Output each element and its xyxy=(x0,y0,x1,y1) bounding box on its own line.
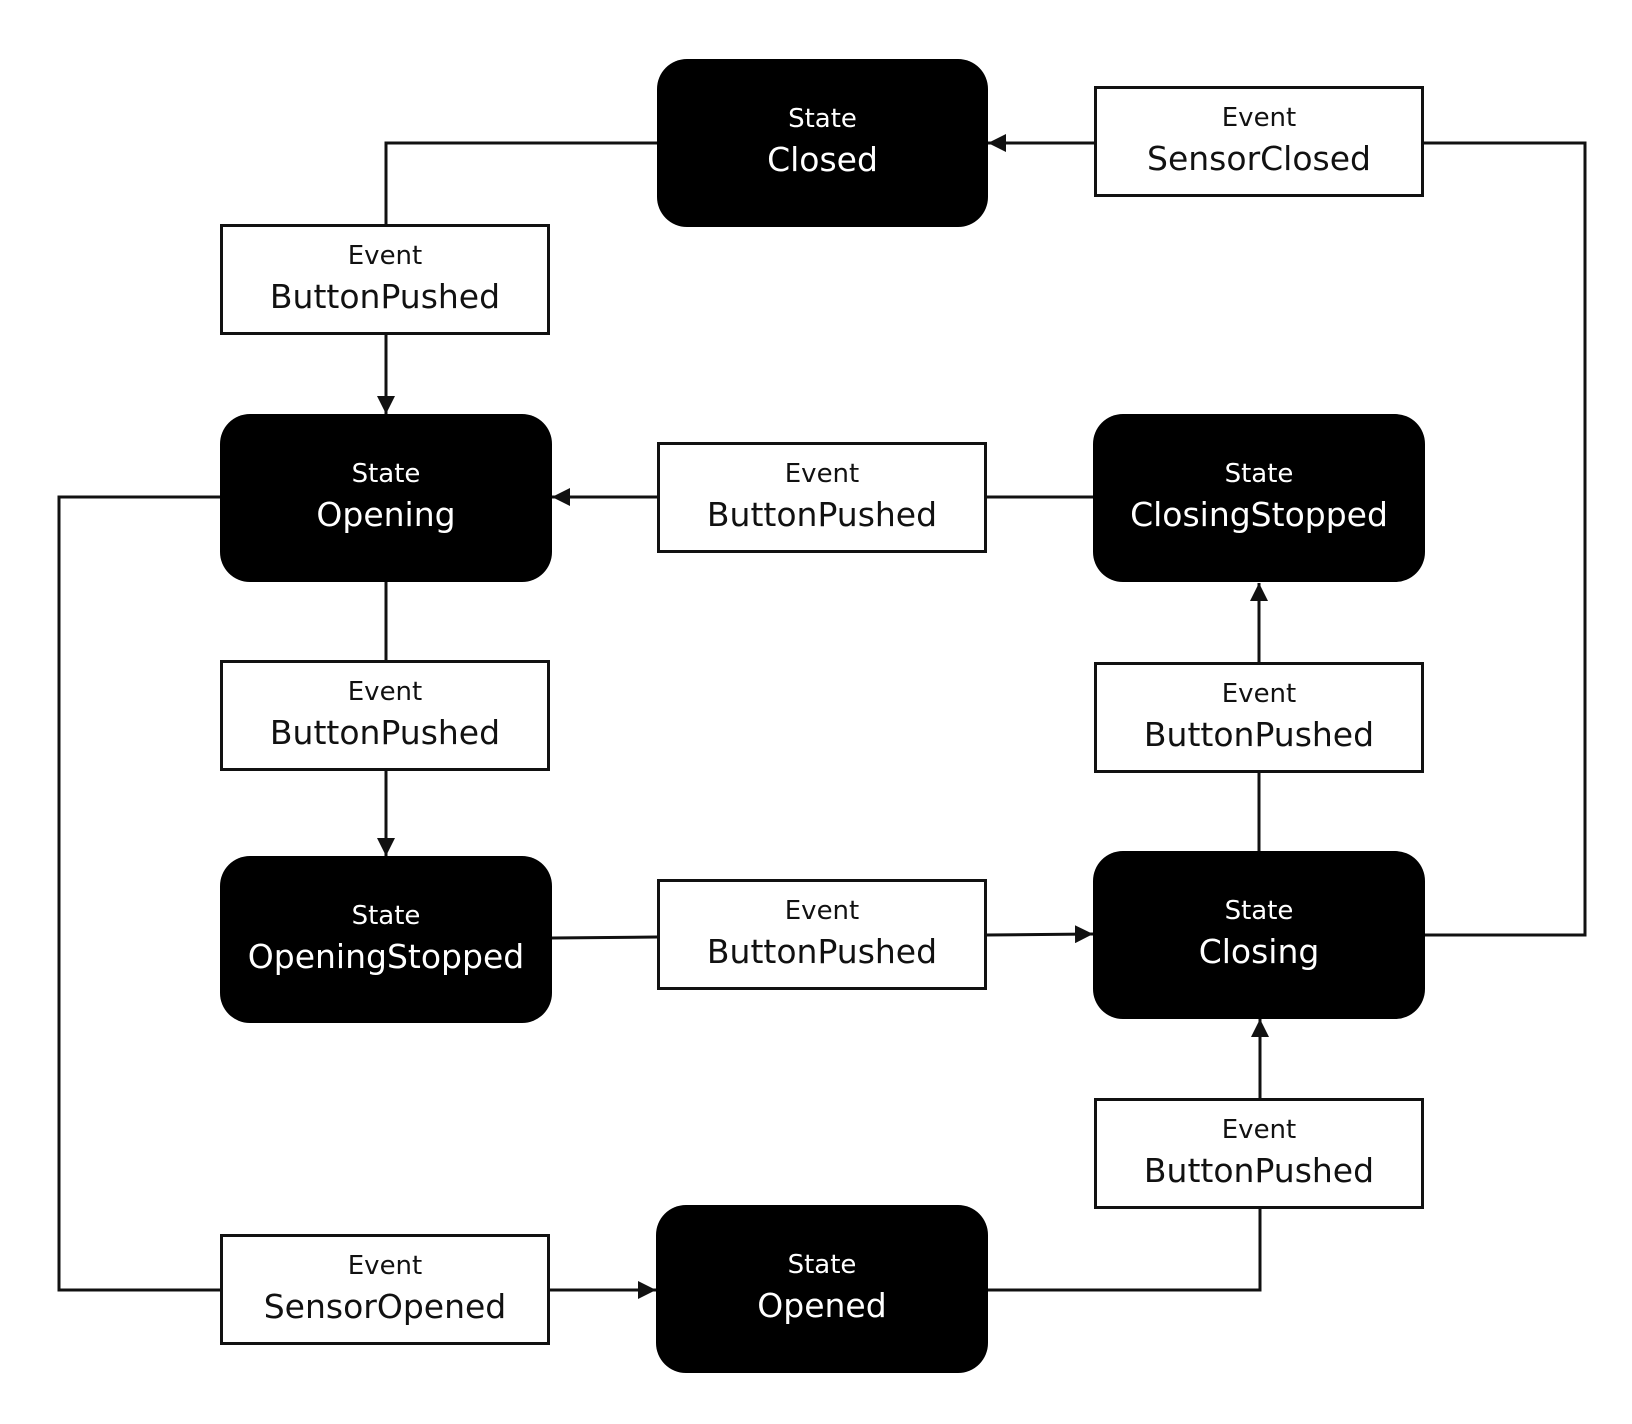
event-sensor-opened: Event SensorOpened xyxy=(220,1234,550,1345)
connector-closed-to-event xyxy=(384,141,657,224)
event-button-pushed-opening: Event ButtonPushed xyxy=(220,660,550,771)
connector-event-to-closing xyxy=(985,925,1094,944)
state-name-label: OpeningStopped xyxy=(247,936,525,976)
state-name-label: ClosingStopped xyxy=(1130,495,1388,535)
connector-openingstopped-to-event xyxy=(551,935,658,940)
state-kind-label: State xyxy=(351,459,421,490)
event-sensor-closed: Event SensorClosed xyxy=(1094,86,1424,197)
state-name-label: Opening xyxy=(316,495,456,535)
event-name-label: ButtonPushed xyxy=(706,931,938,971)
state-name-label: Closing xyxy=(1198,932,1320,972)
event-kind-label: Event xyxy=(1221,102,1297,133)
event-kind-label: Event xyxy=(1221,1114,1297,1145)
state-kind-label: State xyxy=(1224,459,1294,490)
state-opening-stopped: State OpeningStopped xyxy=(220,856,552,1023)
event-name-label: ButtonPushed xyxy=(269,276,501,316)
event-name-label: SensorClosed xyxy=(1147,138,1371,178)
state-closing: State Closing xyxy=(1093,851,1425,1019)
event-kind-label: Event xyxy=(784,895,860,926)
event-kind-label: Event xyxy=(347,240,423,271)
state-kind-label: State xyxy=(788,104,857,135)
connector-opened-to-event xyxy=(988,1209,1262,1292)
state-kind-label: State xyxy=(787,1250,857,1281)
event-button-pushed-openingstopped: Event ButtonPushed xyxy=(657,879,987,990)
event-kind-label: Event xyxy=(347,676,423,707)
event-kind-label: Event xyxy=(784,458,860,489)
event-name-label: ButtonPushed xyxy=(1143,1150,1375,1190)
event-button-pushed-opened: Event ButtonPushed xyxy=(1094,1098,1424,1209)
state-opened: State Opened xyxy=(656,1205,988,1373)
event-name-label: ButtonPushed xyxy=(269,712,501,752)
event-name-label: ButtonPushed xyxy=(1143,714,1375,754)
state-kind-label: State xyxy=(351,900,421,931)
state-name-label: Opened xyxy=(757,1286,887,1326)
state-kind-label: State xyxy=(1224,896,1294,927)
event-button-pushed-closingstopped: Event ButtonPushed xyxy=(657,442,987,553)
connector-opening-to-sensoropened xyxy=(57,495,221,1292)
state-opening: State Opening xyxy=(220,414,552,582)
event-kind-label: Event xyxy=(1221,678,1297,709)
event-button-pushed-closing: Event ButtonPushed xyxy=(1094,662,1424,773)
state-closing-stopped: State ClosingStopped xyxy=(1093,414,1425,582)
event-name-label: SensorOpened xyxy=(263,1286,507,1326)
state-name-label: Closed xyxy=(767,140,878,180)
connector-closing-to-sensorclosed xyxy=(1422,141,1587,937)
state-closed: State Closed xyxy=(657,59,988,227)
event-button-pushed-closed: Event ButtonPushed xyxy=(220,224,550,335)
event-kind-label: Event xyxy=(347,1250,423,1281)
event-name-label: ButtonPushed xyxy=(706,494,938,534)
